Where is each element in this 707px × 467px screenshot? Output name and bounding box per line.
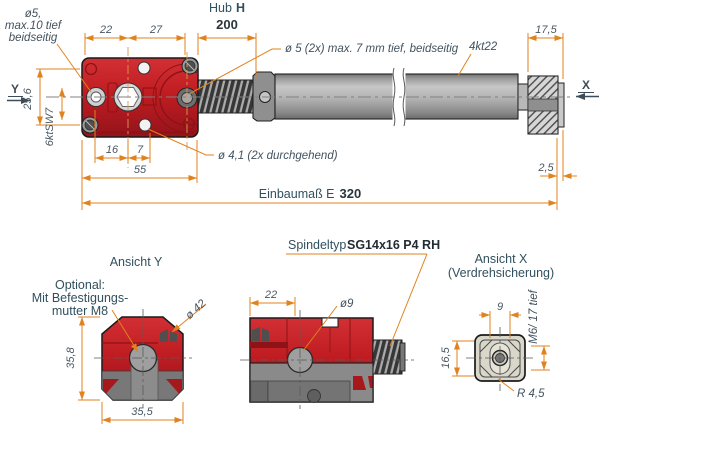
spindeltyp-label: Spindeltyp (288, 238, 346, 252)
dim-o9: ø9 (340, 298, 354, 310)
label-4kt22: 4kt22 (469, 41, 498, 53)
mid-step (250, 380, 269, 402)
leader-optional (111, 309, 139, 353)
label-left-hole-2: max.10 tief (5, 20, 63, 32)
ansicht-y-title: Ansicht Y (110, 255, 163, 269)
mid-red-wedge-2 (368, 376, 373, 388)
optional-line-2: Mit Befestigungs- (32, 291, 129, 305)
mid-vent-2 (262, 328, 269, 341)
einbau-word: Einbaumaß E (259, 187, 335, 201)
leader-4kt22 (457, 53, 472, 77)
dim-mid-22: 22 (264, 289, 277, 301)
axis-marker-x: X (576, 78, 599, 100)
axis-marker-y: Y (7, 82, 30, 104)
break-line-right (402, 67, 406, 127)
axis-y-label: Y (11, 82, 19, 96)
mid-dark-strip (250, 342, 288, 348)
dim-22: 22 (99, 24, 112, 36)
leader-top-hole (188, 48, 281, 95)
leader-spindeltyp (389, 253, 428, 347)
leader-o9 (302, 305, 338, 352)
mid-red-wedge-1 (353, 376, 366, 390)
label-left-hole-3: beidseitig (9, 32, 58, 44)
screw-bottom-left (81, 116, 99, 134)
ansicht-x-subtitle: (Verdrehsicherung) (448, 266, 554, 280)
ansicht-x-view: Ansicht X (Verdrehsicherung) 9 M6/ 17 ti… (440, 252, 554, 400)
hatch-bottom (528, 111, 558, 134)
hub-value: 200 (216, 17, 238, 32)
screw-top-right (181, 57, 199, 75)
optional-line-3: mutter M8 (52, 304, 108, 318)
einbau-label: Einbaumaß E 320 (259, 186, 361, 201)
label-top-hole: ø 5 (2x) max. 7 mm tief, beidseitig (285, 43, 459, 55)
dim-35-5: 35,5 (131, 406, 153, 418)
leader-left-hole (56, 43, 92, 93)
hub-word: Hub (209, 1, 232, 15)
top-view-dimensions: 22 27 Hub H 200 17,5 25,6 6ktSW7 16 7 55 (5, 1, 577, 210)
corner-ring-tl (84, 62, 98, 76)
dim-17-5: 17,5 (535, 24, 557, 36)
corner-ring-br (182, 117, 196, 131)
ansicht-x-title: Ansicht X (475, 252, 528, 266)
spindle-end (399, 342, 406, 372)
label-through-hole: ø 4,1 (2x durchgehend) (218, 150, 338, 162)
optional-line-1: Optional: (55, 278, 105, 292)
dim-7: 7 (137, 144, 144, 156)
leader-through-hole (147, 128, 214, 156)
dim-55: 55 (134, 164, 147, 176)
side-detail-view: 22 ø9 Spindeltyp SG14x16 P4 RH (240, 238, 440, 409)
end-cap (557, 82, 565, 128)
label-left-hole-1: ø5, (25, 8, 42, 20)
square-detail (142, 87, 157, 106)
label-m6: M6/ 17 tief (528, 288, 540, 343)
dim-o42: ø 42 (183, 297, 209, 322)
hatch-top (528, 76, 558, 99)
hub-label: Hub H (209, 1, 245, 15)
dim-35-8: 35,8 (65, 346, 77, 368)
leader-o42 (171, 303, 207, 333)
main-side-view (46, 47, 572, 168)
axis-x-label: X (582, 78, 590, 92)
mid-vent-1 (252, 327, 260, 341)
dim-27: 27 (149, 24, 163, 36)
bottom-hole-o41 (138, 118, 152, 132)
leader-r45 (497, 378, 515, 392)
dim-16-5: 16,5 (440, 346, 452, 368)
mid-bottom-hole (307, 389, 321, 403)
break-gap (392, 67, 406, 126)
hub-letter: H (236, 1, 245, 15)
dim-25-6: 25,6 (22, 87, 34, 110)
spindle-stub (372, 339, 403, 375)
dim-16: 16 (106, 144, 119, 156)
ansicht-y-view: Ansicht Y 35,8 35,5 Optional: Mit Befest… (32, 255, 209, 424)
dim-r45: R 4,5 (517, 388, 545, 400)
top-hole-o5 (137, 61, 151, 75)
dim-2-5: 2,5 (537, 162, 554, 174)
spindeltyp-value: SG14x16 P4 RH (347, 238, 440, 252)
square-end-bore (527, 98, 559, 112)
label-6ktsw7: 6ktSW7 (44, 107, 56, 146)
dim-9: 9 (497, 301, 503, 313)
einbau-value: 320 (340, 186, 362, 201)
